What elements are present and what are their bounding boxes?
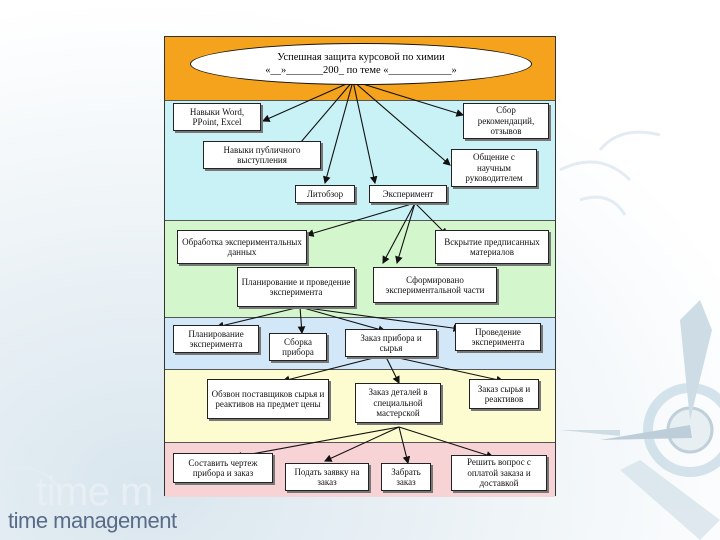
- box-conduct: Проведение эксперимента: [455, 323, 541, 351]
- box-literature: Литобзор: [295, 185, 355, 203]
- box-drawing: Составить чертеж прибора и заказ: [173, 453, 273, 483]
- box-submit-order: Подать заявку на заказ: [285, 463, 369, 491]
- watermark-text: time management: [8, 508, 177, 533]
- box-processing: Обработка экспериментальных данных: [177, 230, 307, 264]
- box-formulated-part: Сформировано экспериментальной части: [373, 267, 497, 303]
- flowchart-frame: Успешная защита курсовой по химии «__»__…: [164, 36, 556, 497]
- box-experiment: Эксперимент: [369, 185, 447, 203]
- box-advisor: Общение с научным руководителем: [451, 149, 537, 187]
- connector-arrows: [215, 80, 505, 465]
- box-skills-word: Навыки Word, PPoint, Excel: [173, 103, 261, 131]
- goal-oval: Успешная защита курсовой по химии «__»__…: [190, 43, 532, 85]
- goal-title: Успешная защита курсовой по химии: [277, 51, 445, 63]
- clock-decoration-icon: [560, 300, 720, 540]
- goal-subtitle: «__»_______200_ по теме «____________»: [265, 65, 457, 76]
- box-order-reagents: Заказ сырья и реактивов: [469, 379, 539, 409]
- swirl-decoration-icon: [0, 130, 661, 491]
- box-planning-conduct: Планирование и проведение эксперимента: [237, 267, 355, 307]
- box-assembly: Сборка прибора: [269, 333, 327, 361]
- box-pick-up: Забрать заказ: [381, 463, 431, 491]
- box-order-device: Заказ прибора и сырья: [345, 329, 437, 357]
- box-decide: Решить вопрос с оплатой заказа и доставк…: [451, 455, 547, 491]
- watermark-faded: time m: [36, 470, 154, 514]
- box-suppliers: Обзвон поставщиков сырья и реактивов на …: [207, 379, 329, 419]
- box-public-speaking: Навыки публичного выступления: [203, 141, 321, 169]
- box-reagents-weighing: Вскрытие предписанных материалов: [435, 230, 549, 264]
- box-order-parts: Заказ деталей в специальной мастерской: [355, 383, 441, 423]
- box-recommendations: Сбор рекомендаций, отзывов: [463, 103, 549, 139]
- box-planning: Планирование эксперимента: [173, 325, 259, 353]
